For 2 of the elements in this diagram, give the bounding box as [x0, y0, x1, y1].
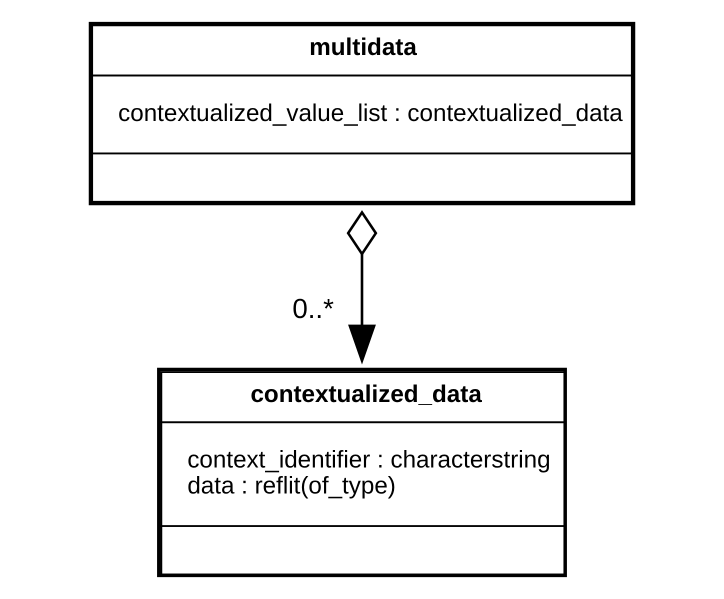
- arrow: [346, 210, 378, 364]
- edge-label: 0..*: [292, 293, 334, 324]
